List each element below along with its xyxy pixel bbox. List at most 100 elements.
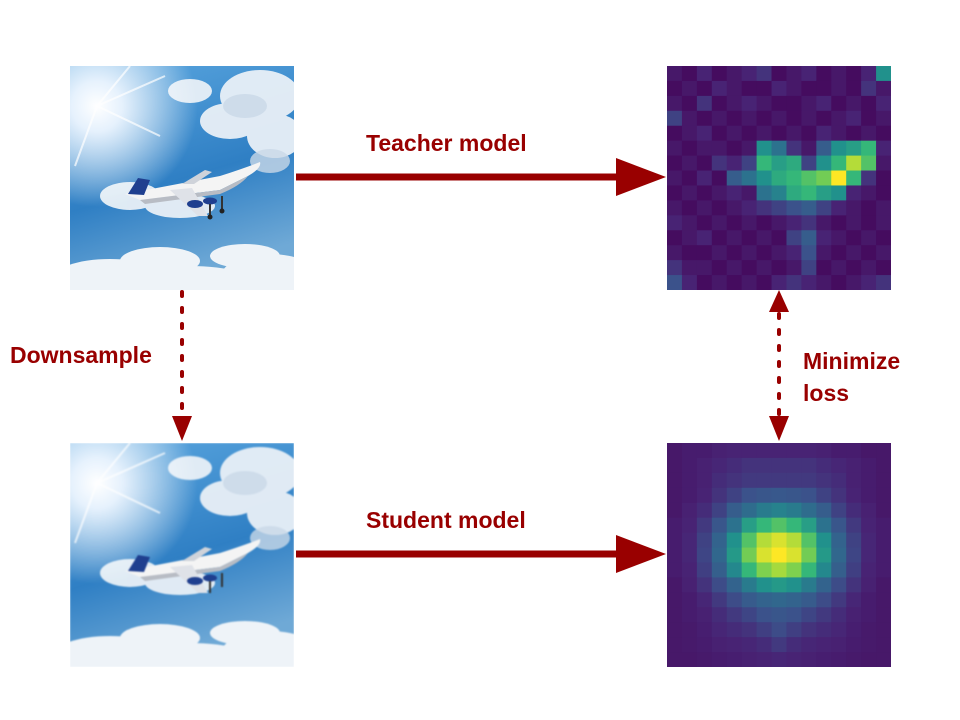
teacher-heatmap-cell xyxy=(771,185,787,201)
teacher-heatmap-cell xyxy=(667,125,683,142)
teacher-heatmap-cell xyxy=(726,125,743,142)
teacher-heatmap-cell xyxy=(711,140,728,157)
teacher-heatmap-cell xyxy=(831,200,847,216)
student-heatmap-cell xyxy=(696,622,713,638)
student-heatmap-cell xyxy=(786,502,802,519)
student-heatmap-cell xyxy=(861,637,877,653)
teacher-heatmap-cell xyxy=(831,125,847,142)
teacher-heatmap-cell xyxy=(741,200,758,216)
student-heatmap-cell xyxy=(831,517,847,534)
teacher-heatmap-cell xyxy=(741,95,758,112)
teacher-heatmap-cell xyxy=(861,245,877,261)
teacher-heatmap-cell xyxy=(861,185,877,201)
teacher-heatmap-cell xyxy=(696,125,713,142)
teacher-heatmap-cell xyxy=(786,230,802,246)
student-heatmap-cell xyxy=(816,562,832,578)
teacher-heatmap-cell xyxy=(756,215,773,231)
student-heatmap-cell xyxy=(756,622,773,638)
student-heatmap-cell xyxy=(786,457,802,474)
student-heatmap-cell xyxy=(831,652,847,667)
teacher-heatmap-cell xyxy=(786,245,802,261)
teacher-heatmap-cell xyxy=(756,245,773,261)
teacher-heatmap-cell xyxy=(861,110,877,127)
airplane-shape xyxy=(125,162,261,220)
teacher-heatmap-cell xyxy=(801,95,817,112)
teacher-heatmap-cell xyxy=(831,66,847,82)
student-heatmap-cell xyxy=(681,532,698,549)
student-heatmap-cell xyxy=(831,637,847,653)
teacher-heatmap-cell xyxy=(711,245,728,261)
teacher-heatmap-cell xyxy=(846,95,862,112)
student-heatmap-cell xyxy=(711,622,728,638)
student-heatmap-cell xyxy=(681,562,698,578)
teacher-heatmap-cell xyxy=(816,200,832,216)
teacher-heatmap-cell xyxy=(667,170,683,186)
student-heatmap-cell xyxy=(801,637,817,653)
student-heatmap-cell xyxy=(801,472,817,489)
student-heatmap-cell xyxy=(696,517,713,534)
teacher-heatmap-cell xyxy=(681,275,698,290)
student-heatmap-cell xyxy=(831,502,847,519)
teacher-heatmap-cell xyxy=(846,66,862,82)
teacher-heatmap-cell xyxy=(756,140,773,157)
student-heatmap-cell xyxy=(816,652,832,667)
student-heatmap-cell xyxy=(681,592,698,608)
student-heatmap-cell xyxy=(696,443,713,459)
student-heatmap-cell xyxy=(786,547,802,563)
student-heatmap-cell xyxy=(696,472,713,489)
student-heatmap-cell xyxy=(771,607,787,623)
teacher-heatmap-cell xyxy=(801,170,817,186)
student-heatmap-cell xyxy=(711,517,728,534)
student-heatmap-cell xyxy=(771,487,787,504)
student-heatmap-cell xyxy=(831,562,847,578)
student-heatmap-cell xyxy=(771,652,787,667)
teacher-heatmap-cell xyxy=(801,215,817,231)
teacher-heatmap-cell xyxy=(816,155,832,172)
teacher-heatmap-cell xyxy=(861,66,877,82)
teacher-heatmap-cell xyxy=(696,200,713,216)
teacher-heatmap-cell xyxy=(846,185,862,201)
student-heatmap-cell xyxy=(801,607,817,623)
student-heatmap-cell xyxy=(711,607,728,623)
student-heatmap-cell xyxy=(756,607,773,623)
teacher-heatmap-cell xyxy=(876,155,891,172)
student-heatmap-cell xyxy=(786,637,802,653)
teacher-heatmap-cell xyxy=(667,155,683,172)
student-heatmap-cell xyxy=(786,562,802,578)
student-heatmap-cell xyxy=(667,652,683,667)
teacher-heatmap-cell xyxy=(696,230,713,246)
student-heatmap-cell xyxy=(771,562,787,578)
teacher-heatmap-cell xyxy=(861,95,877,112)
student-model-label: Student model xyxy=(366,507,526,533)
teacher-heatmap-cell xyxy=(696,260,713,276)
teacher-heatmap-cell xyxy=(861,260,877,276)
teacher-heatmap-cell xyxy=(846,155,862,172)
student-heatmap-cell xyxy=(681,487,698,504)
teacher-heatmap-cell xyxy=(681,245,698,261)
student-heatmap-cell xyxy=(876,532,891,549)
teacher-heatmap-cell xyxy=(696,140,713,157)
student-heatmap-cell xyxy=(831,592,847,608)
teacher-heatmap-cell xyxy=(711,110,728,127)
teacher-heatmap-cell xyxy=(667,185,683,201)
teacher-heatmap-cell xyxy=(771,230,787,246)
student-heatmap-cell xyxy=(846,487,862,504)
teacher-heatmap-cell xyxy=(876,125,891,142)
student-heatmap-cell xyxy=(846,652,862,667)
teacher-heatmap-cell xyxy=(876,275,891,290)
student-heatmap-cell xyxy=(681,472,698,489)
teacher-heatmap-cell xyxy=(696,185,713,201)
student-heatmap-cell xyxy=(726,443,743,459)
student-heatmap-cell xyxy=(756,443,773,459)
student-heatmap-cell xyxy=(696,532,713,549)
student-heatmap-cell xyxy=(861,502,877,519)
student-heatmap-cell xyxy=(846,547,862,563)
student-heatmap-cell xyxy=(786,443,802,459)
student-heatmap-cell xyxy=(741,562,758,578)
teacher-heatmap-cell xyxy=(681,260,698,276)
teacher-heatmap-cell xyxy=(816,230,832,246)
teacher-model-label: Teacher model xyxy=(366,130,527,156)
teacher-heatmap-cell xyxy=(816,215,832,231)
teacher-heatmap-cell xyxy=(876,170,891,186)
minimize-loss-label-line2: loss xyxy=(803,380,850,406)
